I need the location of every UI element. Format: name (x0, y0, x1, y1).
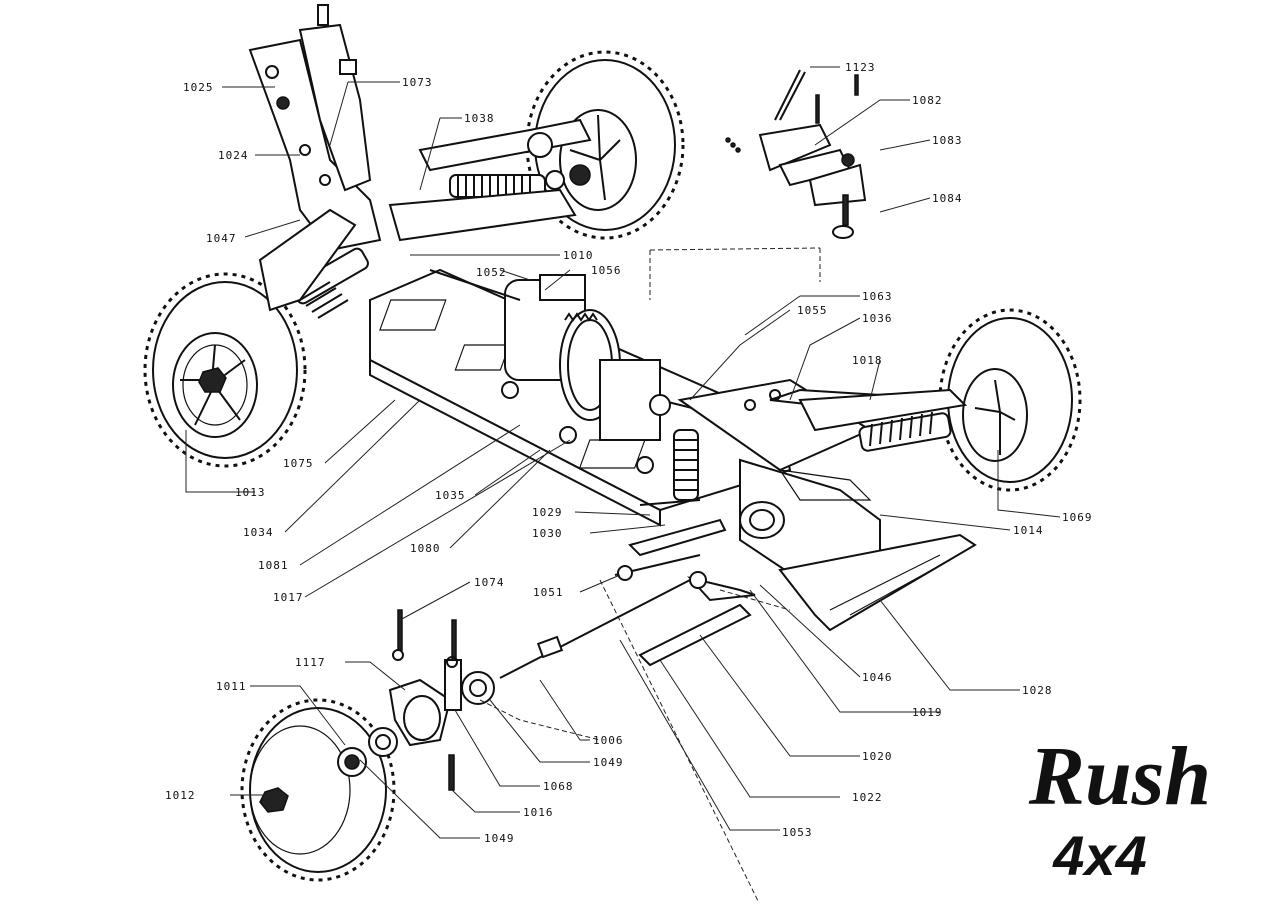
part-label: 1074 (474, 576, 505, 589)
part-label: 1022 (852, 791, 883, 804)
part-label: 1055 (797, 304, 828, 317)
part-label: 1006 (593, 734, 624, 747)
part-label: 1056 (591, 264, 622, 277)
top-right-exploded-parts (725, 69, 867, 239)
front-top-plate (677, 378, 968, 472)
part-label: 1029 (532, 506, 563, 519)
wheel-exploded (240, 698, 398, 882)
part-label: 1025 (183, 81, 214, 94)
wheel-front-right (938, 308, 1082, 492)
part-label: 1017 (273, 591, 304, 604)
part-label: 1013 (235, 486, 266, 499)
part-labels: 1025 1073 1038 1024 1047 1010 1052 1056 … (165, 61, 1093, 845)
part-label: 1020 (862, 750, 893, 763)
wheel-front-left (143, 272, 307, 468)
rear-suspension-arms (258, 118, 592, 312)
part-label: 1069 (1062, 511, 1093, 524)
part-label: 1047 (206, 232, 237, 245)
part-label: 1117 (295, 656, 326, 669)
part-label: 1075 (283, 457, 314, 470)
front-shock-left (673, 429, 699, 501)
part-label: 1046 (862, 671, 893, 684)
motor-gearbox (504, 274, 661, 441)
rear-shock-tower (248, 4, 382, 252)
part-label: 1019 (912, 706, 943, 719)
brand-subtitle: 4x4 (1053, 824, 1147, 887)
explode-guide-lines (479, 247, 821, 906)
part-label: 1051 (533, 586, 564, 599)
hub-exploded (388, 609, 495, 791)
part-label: 1016 (523, 806, 554, 819)
part-label: 1035 (435, 489, 466, 502)
part-label: 1030 (532, 527, 563, 540)
part-label: 1010 (563, 249, 594, 262)
part-label: 1081 (258, 559, 289, 572)
part-label: 1049 (484, 832, 515, 845)
part-label: 1036 (862, 312, 893, 325)
front-shock-right (858, 411, 952, 452)
part-label: 1038 (464, 112, 495, 125)
part-label: 1028 (1022, 684, 1053, 697)
front-bulkhead (739, 458, 977, 632)
part-label: 1024 (218, 149, 249, 162)
part-label: 1014 (1013, 524, 1044, 537)
part-label: 1073 (402, 76, 433, 89)
part-label: 1052 (476, 266, 507, 279)
part-label: 1068 (543, 780, 574, 793)
part-label: 1034 (243, 526, 274, 539)
part-label: 1084 (932, 192, 963, 205)
part-label: 1083 (932, 134, 963, 147)
leader-lines (185, 66, 1061, 839)
part-label: 1011 (216, 680, 247, 693)
part-label: 1053 (782, 826, 813, 839)
part-label: 1123 (845, 61, 876, 74)
part-label: 1080 (410, 542, 441, 555)
part-label: 1049 (593, 756, 624, 769)
part-label: 1063 (862, 290, 893, 303)
rear-shock-right (449, 170, 565, 198)
steering-linkage (499, 499, 756, 679)
part-label: 1018 (852, 354, 883, 367)
part-label: 1012 (165, 789, 196, 802)
part-label: 1082 (912, 94, 943, 107)
brand-title: Rush (1028, 730, 1212, 823)
